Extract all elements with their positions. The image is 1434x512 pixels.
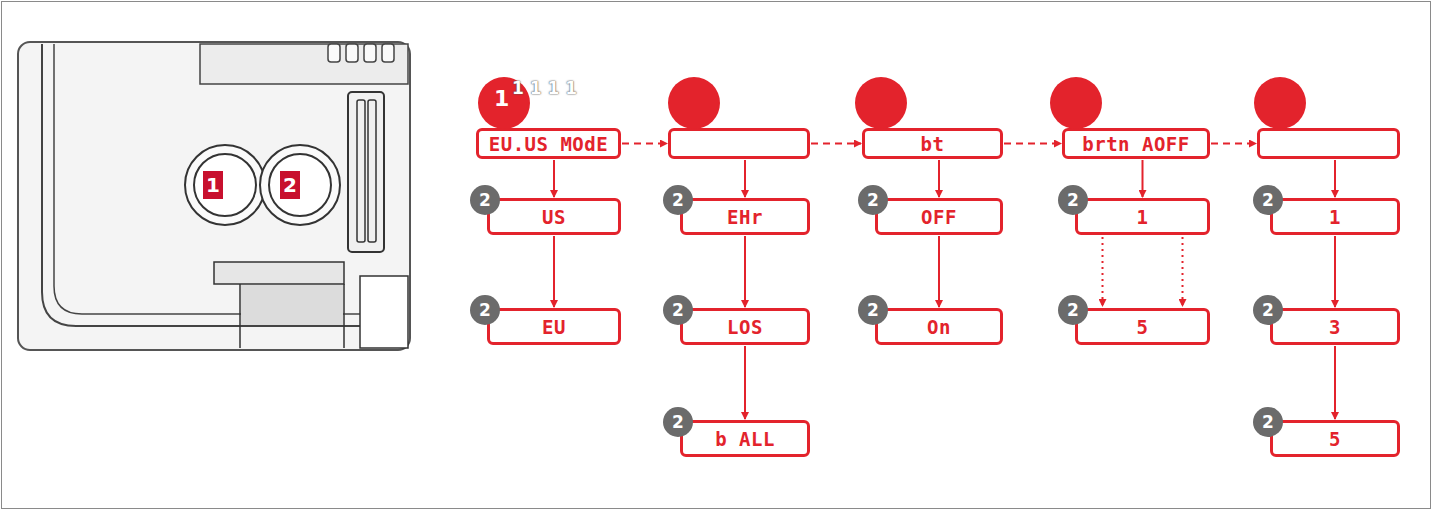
callout-number: 2: [1253, 407, 1283, 437]
menu-arrow: [745, 346, 746, 419]
menu-display-box: 5: [1075, 308, 1210, 345]
display-text: 5: [1137, 316, 1149, 338]
callout-circle: [1050, 77, 1102, 129]
connector-stroke: [1334, 346, 1336, 419]
menu-display-box: LOS: [680, 308, 810, 345]
menu-display-box: 5: [1270, 420, 1400, 457]
connector-stroke: [553, 160, 555, 197]
menu-display-box: bt: [862, 128, 1003, 159]
connector-stroke: [1004, 143, 1061, 145]
menu-display-box: EU.US MOdE: [476, 128, 621, 159]
callout-number: 2: [1253, 185, 1283, 215]
callout-number: 2: [470, 295, 500, 325]
callout-number: 2: [1058, 185, 1088, 215]
display-text: 3: [1329, 316, 1341, 338]
connector-stroke: [622, 143, 667, 145]
connector-stroke: [1102, 237, 1104, 306]
menu-arrow: [939, 160, 940, 197]
menu-display-box: brtn AOFF: [1062, 128, 1210, 159]
menu-display-box: b ALL: [680, 420, 810, 457]
callout-circle: [668, 77, 720, 129]
connector-stroke: [1334, 236, 1336, 307]
connector-stroke: [553, 236, 555, 307]
display-text: b ALL: [715, 428, 775, 450]
display-text: bt: [921, 133, 945, 155]
menu-display-box: OFF: [875, 198, 1003, 235]
menu-display-box: 1: [1075, 198, 1210, 235]
menu-arrow: [939, 236, 940, 307]
callout-number: 1: [494, 86, 509, 111]
callout-circle: [1254, 77, 1306, 129]
button-number: 2: [280, 171, 300, 199]
button-number: 1: [203, 171, 223, 199]
callout-number: 2: [1058, 295, 1088, 325]
connector-stroke: [1142, 160, 1144, 197]
menu-display-box: US: [487, 198, 621, 235]
connector-stroke: [744, 346, 746, 419]
menu-arrow: [745, 160, 746, 197]
overlay-digits: 1 1 1 1: [512, 78, 577, 98]
display-text: EU: [542, 316, 566, 338]
menu-arrow: [554, 160, 555, 197]
menu-arrow: [1211, 143, 1256, 144]
menu-display-box: On: [875, 308, 1003, 345]
connector-stroke: [1182, 237, 1184, 306]
display-text: EHr: [727, 206, 763, 228]
display-text: LOS: [727, 316, 763, 338]
menu-display-box: EU: [487, 308, 621, 345]
menu-arrow: [1004, 143, 1061, 144]
display-text: 5: [1329, 428, 1341, 450]
display-text: 1: [1329, 206, 1341, 228]
connector-stroke: [1334, 160, 1336, 197]
display-text: OFF: [921, 206, 957, 228]
menu-arrow: [554, 236, 555, 307]
connector-stroke: [744, 236, 746, 307]
callout-number: 2: [663, 295, 693, 325]
display-text: EU.US MOdE: [489, 133, 608, 155]
menu-display-box: [1257, 128, 1400, 159]
menu-arrow: [622, 143, 667, 144]
menu-display-box: EHr: [680, 198, 810, 235]
callout-number: 2: [858, 185, 888, 215]
menu-display-box: 1: [1270, 198, 1400, 235]
menu-arrow: [1142, 160, 1143, 197]
menu-arrow: [811, 143, 861, 144]
connector-stroke: [938, 236, 940, 307]
menu-arrow: [1335, 160, 1336, 197]
menu-display-box: 3: [1270, 308, 1400, 345]
menu-display-box: [668, 128, 810, 159]
menu-arrow: [1103, 237, 1183, 306]
connector-stroke: [811, 143, 861, 145]
callout-circle: [855, 77, 907, 129]
menu-arrow: [1335, 346, 1336, 419]
display-text: brtn AOFF: [1082, 133, 1189, 155]
display-text: US: [542, 206, 566, 228]
callout-number: 2: [1253, 295, 1283, 325]
connector-stroke: [938, 160, 940, 197]
callout-number: 2: [470, 185, 500, 215]
menu-arrow: [745, 236, 746, 307]
connector-stroke: [1211, 143, 1256, 145]
callout-number: 2: [663, 185, 693, 215]
callout-number: 2: [663, 407, 693, 437]
callout-number: 2: [858, 295, 888, 325]
connector-stroke: [744, 160, 746, 197]
menu-arrow: [1335, 236, 1336, 307]
display-text: 1: [1137, 206, 1149, 228]
display-text: On: [927, 316, 951, 338]
